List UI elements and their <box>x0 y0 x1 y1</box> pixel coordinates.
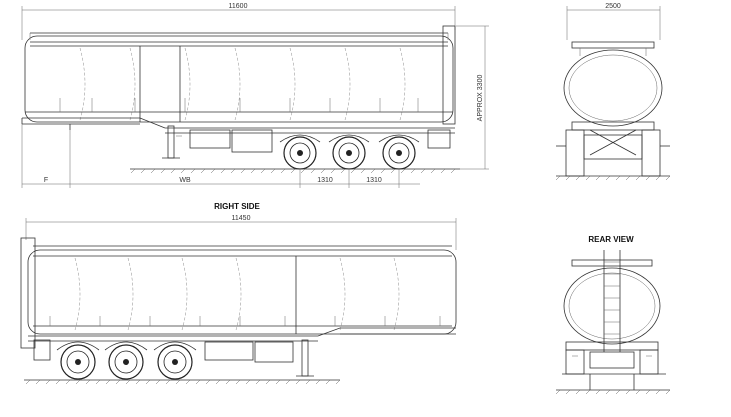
right-side-label: RIGHT SIDE <box>214 202 260 211</box>
rear-view <box>555 250 671 395</box>
bottom-side-view: 11450 <box>20 215 457 385</box>
top-dim-f: F <box>44 177 48 184</box>
top-dim-axle-spacing-1: 1310 <box>317 177 333 184</box>
bottom-wheel-3 <box>157 344 193 380</box>
top-overall-length-dim: 11600 <box>229 3 248 10</box>
bottom-wheel-1 <box>60 344 96 380</box>
bottom-overall-length-dim: 11450 <box>232 215 251 222</box>
top-wheel-1 <box>283 136 317 170</box>
top-end-view: 2500 <box>555 3 671 181</box>
top-height-dim: APPROX 3300 <box>477 75 484 122</box>
bottom-wheel-2 <box>108 344 144 380</box>
top-dim-axle-spacing-2: 1310 <box>366 177 382 184</box>
top-side-view: 11600 <box>21 3 489 188</box>
rear-view-label: REAR VIEW <box>588 235 634 244</box>
top-dim-wb: WB <box>179 177 191 184</box>
rear-width-dim: 2500 <box>605 3 621 10</box>
top-wheel-2 <box>332 136 366 170</box>
top-wheel-3 <box>382 136 416 170</box>
